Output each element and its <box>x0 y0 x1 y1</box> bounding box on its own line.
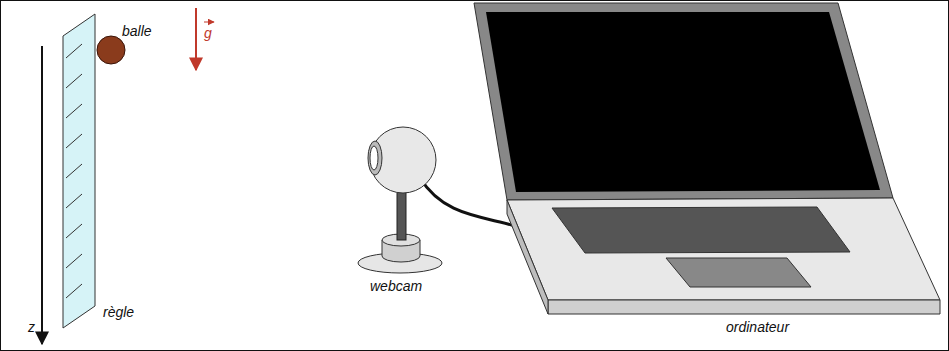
vector-arrow <box>204 22 214 23</box>
ruler-mark <box>66 194 82 208</box>
ruler-label: règle <box>103 305 134 319</box>
ruler-mark <box>66 44 82 58</box>
ruler-mark <box>66 284 82 298</box>
ruler-mark <box>66 74 82 88</box>
ruler-mark <box>66 104 82 118</box>
webcam-lens-inner <box>370 146 378 170</box>
laptop-lid <box>474 3 893 200</box>
ruler-mark <box>66 164 82 178</box>
laptop-screen <box>486 12 880 192</box>
webcam-label: webcam <box>370 279 422 293</box>
ruler-mark <box>66 134 82 148</box>
laptop-base-front <box>548 300 940 314</box>
gravity-arrow <box>195 8 197 70</box>
keyboard <box>552 207 850 253</box>
vector-label: g <box>204 26 212 40</box>
z-axis <box>41 46 43 344</box>
trackpad <box>666 258 811 287</box>
webcam-lens <box>368 141 382 175</box>
axis-label: z <box>28 320 35 334</box>
ball <box>97 36 125 64</box>
ruler <box>63 14 95 328</box>
laptop-base-side <box>507 200 548 314</box>
ruler-mark <box>66 254 82 268</box>
laptop-base-top <box>507 198 940 300</box>
ruler-marks <box>66 44 82 298</box>
computer-label: ordinateur <box>726 320 789 334</box>
ball-label: balle <box>122 24 152 38</box>
ruler-mark <box>66 224 82 238</box>
webcam-stem <box>397 190 406 240</box>
